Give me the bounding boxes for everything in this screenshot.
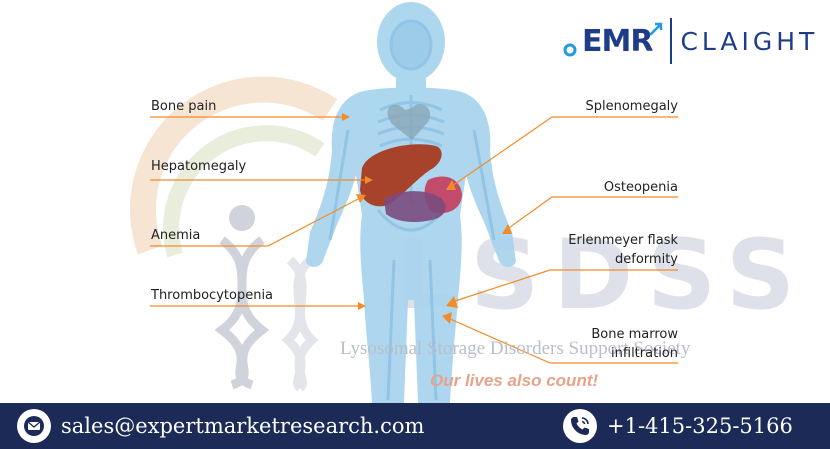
skeleton — [328, 19, 496, 401]
brand-separator — [670, 18, 673, 64]
leader-arrowheads — [342, 113, 512, 324]
label-bone-marrow-2: infiltration — [611, 346, 678, 361]
label-osteopenia: Osteopenia — [603, 180, 678, 195]
watermark-tagline: Our lives also count! — [430, 371, 599, 390]
email-address[interactable]: sales@expertmarketresearch.com — [61, 414, 425, 438]
leader-erlenmeyer — [451, 269, 678, 303]
label-splenomegaly: Splenomegaly — [585, 99, 679, 114]
logo-dot-icon — [563, 43, 577, 57]
leader-bone-marrow — [447, 317, 678, 364]
logo-arrow-icon — [649, 22, 663, 36]
leader-anemia — [150, 197, 361, 247]
heart — [387, 103, 431, 140]
watermark-name: Lysosomal Storage Disorders Support Soci… — [340, 338, 691, 359]
brand-logo: EMR CLAIGHT — [560, 14, 818, 68]
label-bone-pain: Bone pain — [151, 99, 217, 114]
label-hepatomegaly: Hepatomegaly — [151, 159, 247, 174]
brand-emr: EMR — [582, 23, 653, 59]
diagram-canvas: LSDSS — [130, 2, 818, 403]
anatomy-figure: LSDSS — [130, 2, 795, 403]
leader-osteopenia — [505, 196, 678, 231]
leader-splenomegaly — [451, 116, 678, 187]
label-erlenmeyer-1: Erlenmeyer flask — [568, 233, 678, 248]
phone-contact[interactable]: +1-415-325-5166 — [563, 408, 793, 444]
phone-icon — [563, 409, 597, 443]
dna-figure-icon — [214, 205, 319, 392]
email-contact[interactable]: sales@expertmarketresearch.com — [17, 408, 424, 444]
label-erlenmeyer-2: deformity — [615, 252, 678, 267]
label-thrombocytopenia: Thrombocytopenia — [151, 288, 274, 303]
leader-lines — [150, 116, 678, 364]
liver — [360, 144, 442, 207]
phone-number[interactable]: +1-415-325-5166 — [607, 414, 793, 438]
contact-footer: sales@expertmarketresearch.com +1-415-32… — [0, 403, 830, 449]
body-silhouette — [306, 2, 516, 403]
mail-icon — [17, 409, 51, 443]
label-bone-marrow-1: Bone marrow — [591, 327, 678, 342]
intestines — [384, 191, 446, 222]
label-anemia: Anemia — [151, 228, 201, 243]
brand-claight: CLAIGHT — [680, 26, 819, 56]
